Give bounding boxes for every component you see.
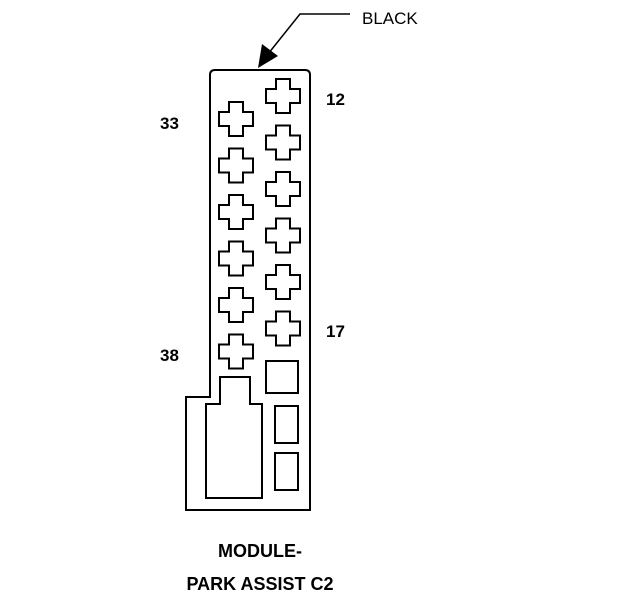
key-housing-outline xyxy=(205,376,263,499)
cavity-left-2 xyxy=(218,147,254,184)
wire-color-label: BLACK xyxy=(362,9,418,28)
cavity-right-6 xyxy=(265,310,301,347)
cavity-right-4 xyxy=(265,217,301,254)
square-cavity xyxy=(265,360,299,394)
pin-label-17: 17 xyxy=(326,322,345,341)
title-line-2: PARK ASSIST C2 xyxy=(186,574,334,594)
cavity-right-2 xyxy=(265,124,301,161)
callout-leader-line xyxy=(267,13,350,55)
callout-arrowhead xyxy=(258,44,278,68)
cavity-left-6 xyxy=(218,333,254,370)
connector-body xyxy=(185,69,311,511)
pin-label-33: 33 xyxy=(160,114,179,133)
cavity-right-5 xyxy=(265,264,301,300)
cavity-left-3 xyxy=(218,194,254,230)
cavity-right-1 xyxy=(265,78,301,114)
cavity-left-1 xyxy=(218,101,254,137)
pin-label-12: 12 xyxy=(326,90,345,109)
cavity-right-3 xyxy=(265,171,301,207)
pin-label-38: 38 xyxy=(160,346,179,365)
cavity-left-4 xyxy=(218,240,254,277)
rect-cavity-upper xyxy=(274,405,299,444)
title-line-1: MODULE- xyxy=(218,541,302,561)
cavity-left-5 xyxy=(218,287,254,323)
cavity-column-right xyxy=(265,78,301,347)
rect-cavity-lower xyxy=(274,452,299,491)
cavity-column-left xyxy=(218,101,254,370)
